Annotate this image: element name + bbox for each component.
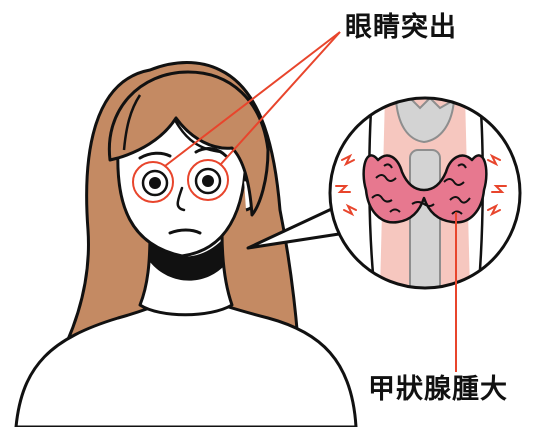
woman-illustration	[16, 63, 356, 427]
thyroid-enlargement-label: 甲狀腺腫大	[368, 374, 508, 406]
shirt	[16, 300, 356, 427]
eyes-bulging-label: 眼睛突出	[345, 12, 457, 44]
eye-left-pupil	[149, 177, 161, 189]
trachea	[410, 150, 440, 300]
eye-right-pupil	[202, 175, 214, 187]
